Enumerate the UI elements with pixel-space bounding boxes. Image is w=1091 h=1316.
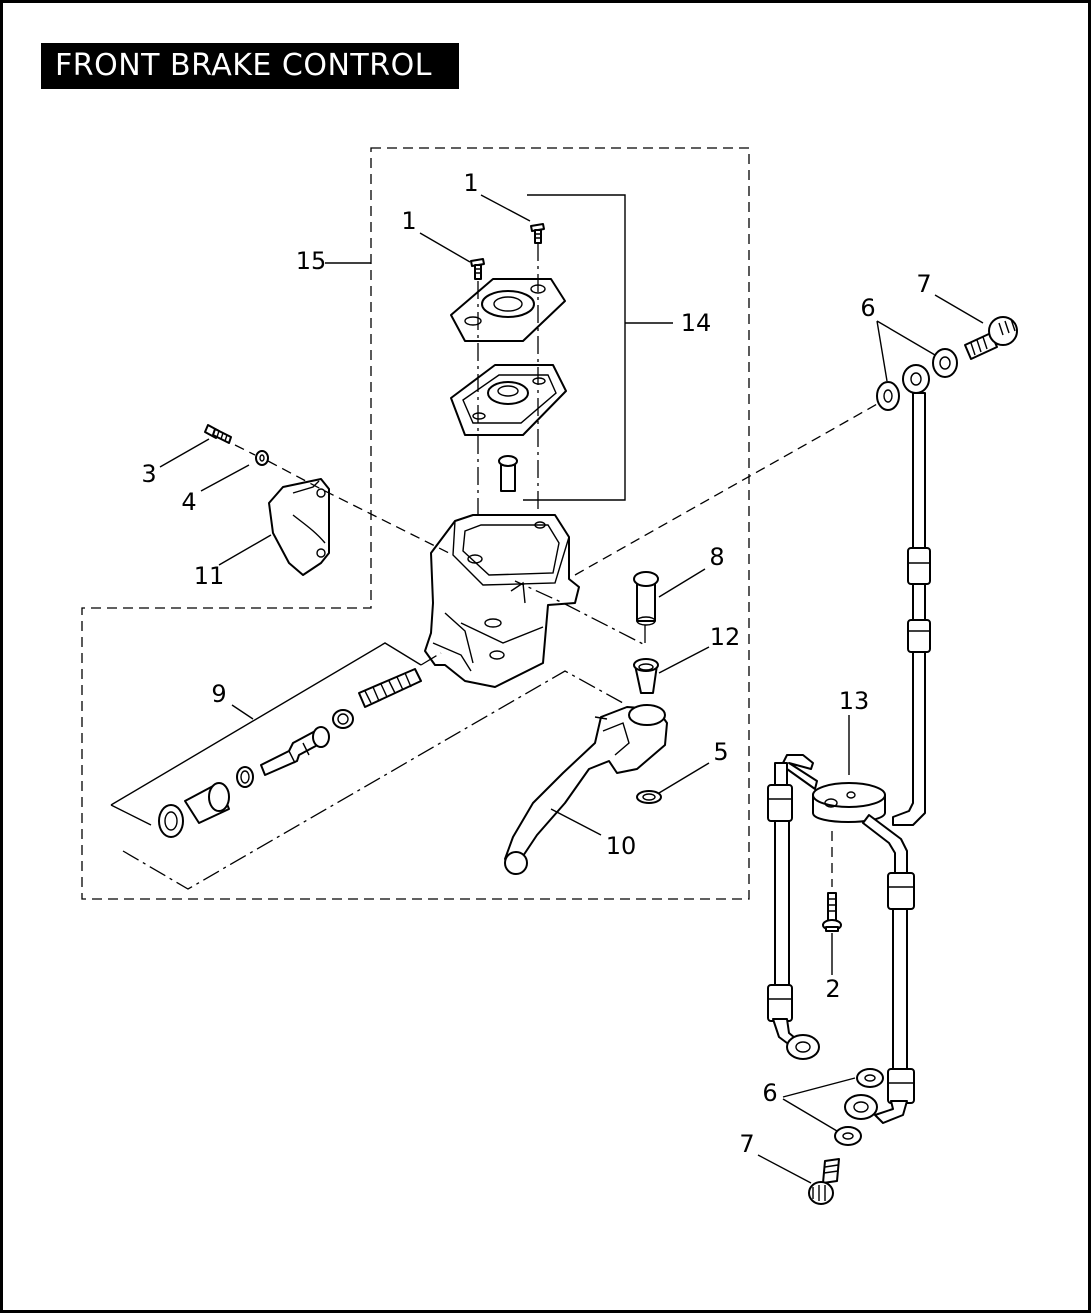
part-clamp-washer	[255, 450, 269, 466]
callout-1-left: 1	[401, 207, 416, 235]
callout-3: 3	[141, 460, 156, 488]
part-cover-screw-left	[470, 258, 485, 280]
part-master-cylinder-body	[424, 514, 580, 688]
callout-11: 11	[194, 562, 225, 590]
callout-15: 15	[296, 247, 327, 275]
part-lower-washer-upper	[856, 1068, 884, 1088]
part-diaphragm	[450, 364, 567, 436]
part-clamp-screw	[204, 424, 232, 444]
part-brake-lever	[504, 704, 668, 875]
part-piston-assembly	[110, 642, 624, 890]
part-lower-banjo-bolt	[808, 1158, 840, 1205]
exploded-parts-diagram: 1 1 14 15 3 4 11 9 8 12 5 10 13 2 6 7 6 …	[81, 147, 1018, 1205]
part-lower-washer-lower	[834, 1126, 862, 1146]
callout-6-upper: 6	[860, 294, 875, 322]
callout-5: 5	[713, 738, 728, 766]
part-sight-float	[498, 455, 518, 492]
callout-10: 10	[606, 832, 637, 860]
part-pivot-pin	[633, 571, 659, 626]
part-manifold-screw	[822, 892, 842, 932]
part-handlebar-clamp	[268, 478, 330, 576]
assembly-15-boundary	[81, 147, 750, 900]
callout-9: 9	[211, 680, 226, 708]
part-cover-screw-right	[530, 223, 545, 244]
part-upper-banjo-fitting	[902, 364, 930, 394]
callout-1-right: 1	[463, 169, 478, 197]
callout-2: 2	[825, 975, 840, 1003]
callout-7-upper: 7	[916, 270, 931, 298]
page-title: FRONT BRAKE CONTROL	[41, 43, 459, 89]
callout-13: 13	[839, 687, 870, 715]
part-reservoir-cover	[450, 278, 566, 342]
part-pivot-bushing	[633, 658, 659, 694]
callout-6-lower: 6	[762, 1079, 777, 1107]
part-brake-line-manifold	[767, 392, 931, 1124]
part-upper-banjo-bolt	[964, 316, 1018, 360]
callout-8: 8	[709, 543, 724, 571]
callout-7-lower: 7	[739, 1130, 754, 1158]
part-upper-washer-inner	[876, 381, 900, 411]
callout-4: 4	[181, 488, 196, 516]
callout-14: 14	[681, 309, 712, 337]
callout-12: 12	[710, 623, 741, 651]
part-upper-washer-outer	[932, 348, 958, 378]
part-retaining-ring	[636, 790, 662, 804]
